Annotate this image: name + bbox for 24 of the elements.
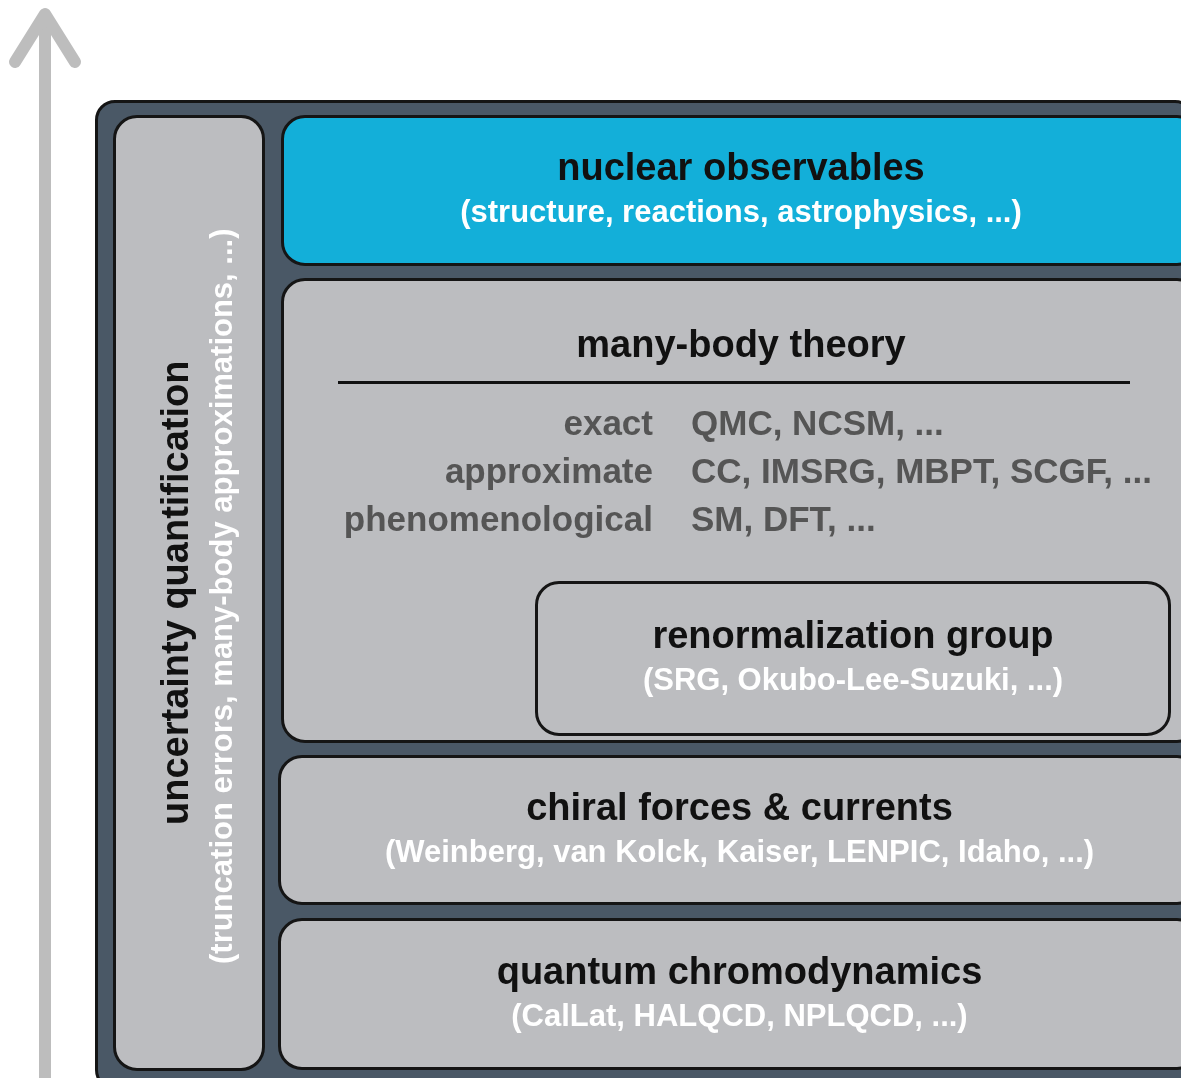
layer-subtitle: (structure, reactions, astrophysics, ...)	[459, 194, 1023, 230]
method-category: exact	[563, 403, 653, 443]
layer-heading: nuclear observables	[556, 146, 926, 189]
vertical-heading: uncertainty quantification	[154, 359, 197, 828]
method-category: phenomenological	[343, 499, 653, 539]
layer-box	[281, 278, 1181, 743]
method-list: QMC, NCSM, ...	[691, 403, 944, 443]
method-category: approximate	[444, 451, 653, 491]
vertical-subtitle: (truncation errors, many-body approximations, ...)	[204, 227, 240, 966]
inner-box	[535, 581, 1171, 736]
layer-heading: many-body theory	[575, 323, 907, 366]
layer-subtitle: (Weinberg, van Kolck, Kaiser, LENPIC, Idaho, ...)	[383, 833, 1096, 870]
layer-heading: chiral forces & currents	[525, 785, 954, 829]
layer-box	[278, 918, 1181, 1070]
layer-box	[281, 115, 1181, 266]
layer-box	[278, 755, 1181, 905]
layer-heading: renormalization group	[651, 614, 1055, 657]
outer-frame	[95, 100, 1181, 1078]
layer-heading: quantum chromodynamics	[495, 949, 984, 993]
layer-subtitle: (SRG, Okubo-Lee-Suzuki, ...)	[641, 662, 1065, 698]
method-list: SM, DFT, ...	[691, 499, 876, 539]
vertical-side-box	[113, 115, 265, 1071]
layer-subtitle: (CalLat, HALQCD, NPLQCD, ...)	[510, 997, 969, 1034]
method-list: CC, IMSRG, MBPT, SCGF, ...	[691, 451, 1152, 491]
